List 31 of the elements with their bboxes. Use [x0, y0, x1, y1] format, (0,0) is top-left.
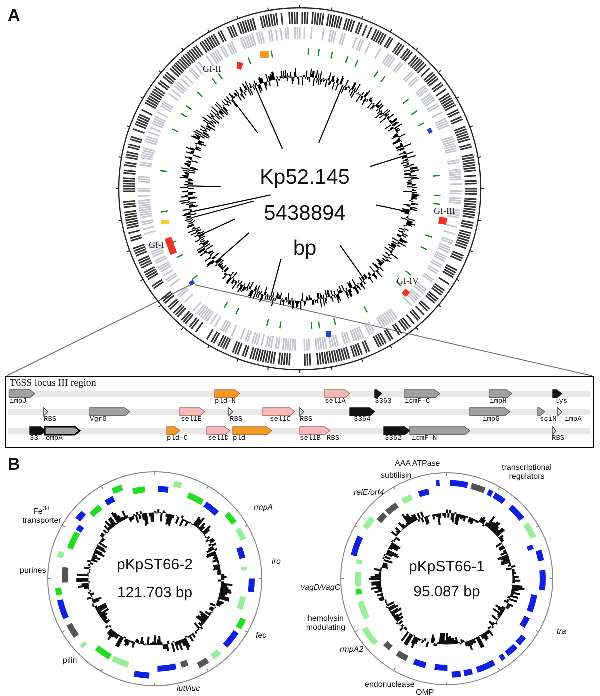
map-label: bp [293, 237, 317, 261]
map-label: 5438894 [264, 202, 346, 226]
map-label: rmpA2 [340, 645, 364, 654]
map-label: Kp52.145 [260, 166, 350, 190]
map-label: subtilisin [381, 471, 412, 480]
island-label: GI-IV [397, 276, 419, 286]
map-label: AAA ATPase [395, 459, 440, 468]
map-label: endonuclease [365, 680, 415, 689]
map-label: iro [272, 557, 281, 566]
map-label: fec [256, 631, 267, 640]
map-label: tra [557, 627, 566, 636]
map-label: OMP [416, 688, 434, 696]
panel-letter: B [8, 455, 20, 475]
panel-letter: A [8, 6, 20, 26]
map-label: 121.703 bp [117, 584, 193, 602]
map-label: 95.087 bp [414, 584, 480, 600]
map-label: hemolysin modulating [305, 614, 347, 632]
map-label: purines [20, 566, 46, 575]
map-label: rmpA [254, 503, 274, 512]
map-label: pKpST66-1 [409, 558, 485, 576]
island-label: GI-I [149, 240, 164, 250]
map-label: pilin [63, 656, 78, 665]
map-label: relE/orf4 [354, 488, 384, 497]
map-label: T6SS locus III region [10, 378, 96, 389]
map-label: transcriptional regulators [501, 463, 553, 481]
map-label: iutI/iuc [177, 684, 200, 693]
map-label: vagD/vagC [301, 583, 341, 592]
island-label: GI-III [434, 206, 456, 216]
map-label: Fe$^{3+}$ transporter [22, 504, 62, 525]
map-label: pKpST66-2 [117, 556, 193, 574]
island-label: GI-II [203, 64, 222, 74]
